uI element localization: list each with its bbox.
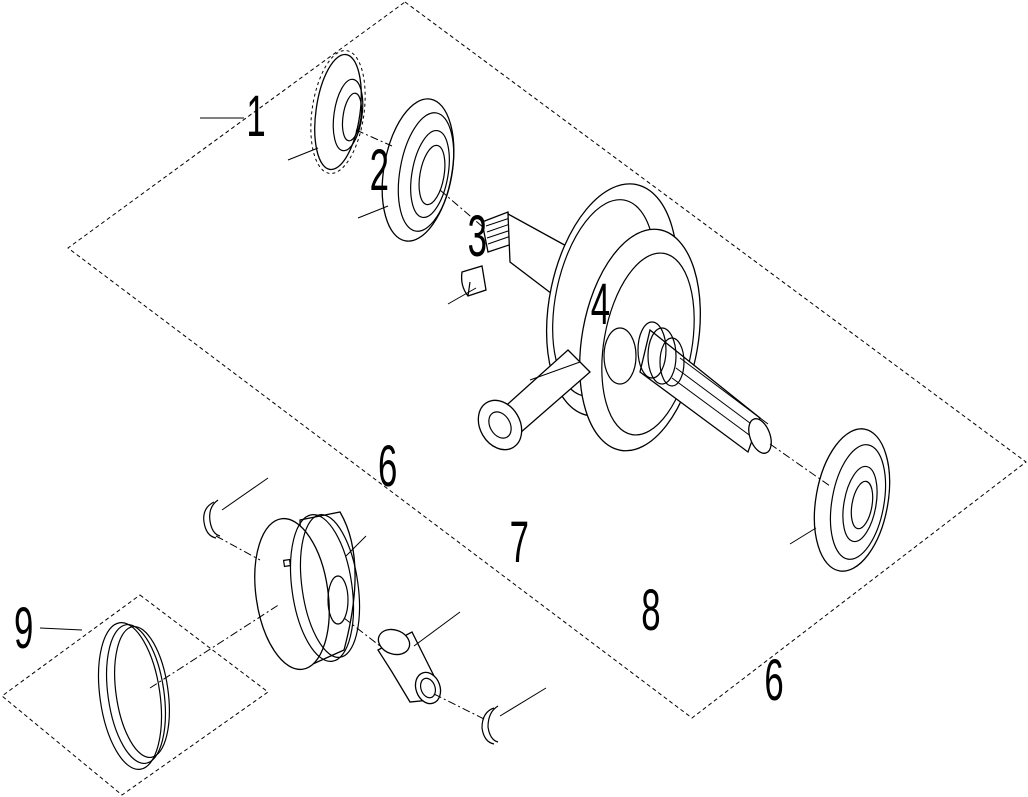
callout-1: 1 [246,85,265,149]
callout-2: 2 [370,139,389,203]
timing-gear-part [310,49,366,175]
piston-rings-part [97,622,170,770]
callout-7: 7 [510,511,529,575]
crankshaft-part [477,183,772,454]
piston-part [254,511,361,671]
right-bearing-part [813,428,891,572]
callout-3: 3 [468,205,487,269]
assembly-center-lines [149,129,831,721]
assembly-9-boundary [1,594,269,796]
callout-4: 4 [591,273,610,337]
leader-lines [39,117,817,717]
callout-6-lower: 6 [764,649,783,713]
circlip-lower-part [481,705,499,745]
piston-pin-part [377,628,442,705]
assembly-1-boundary [67,1,1027,719]
circlip-upper-part [203,499,221,539]
woodruff-key-part [460,265,487,297]
callout-8: 8 [641,579,660,643]
callout-6-upper: 6 [378,435,397,499]
callout-9: 9 [14,597,33,661]
left-bearing-part [381,98,455,242]
